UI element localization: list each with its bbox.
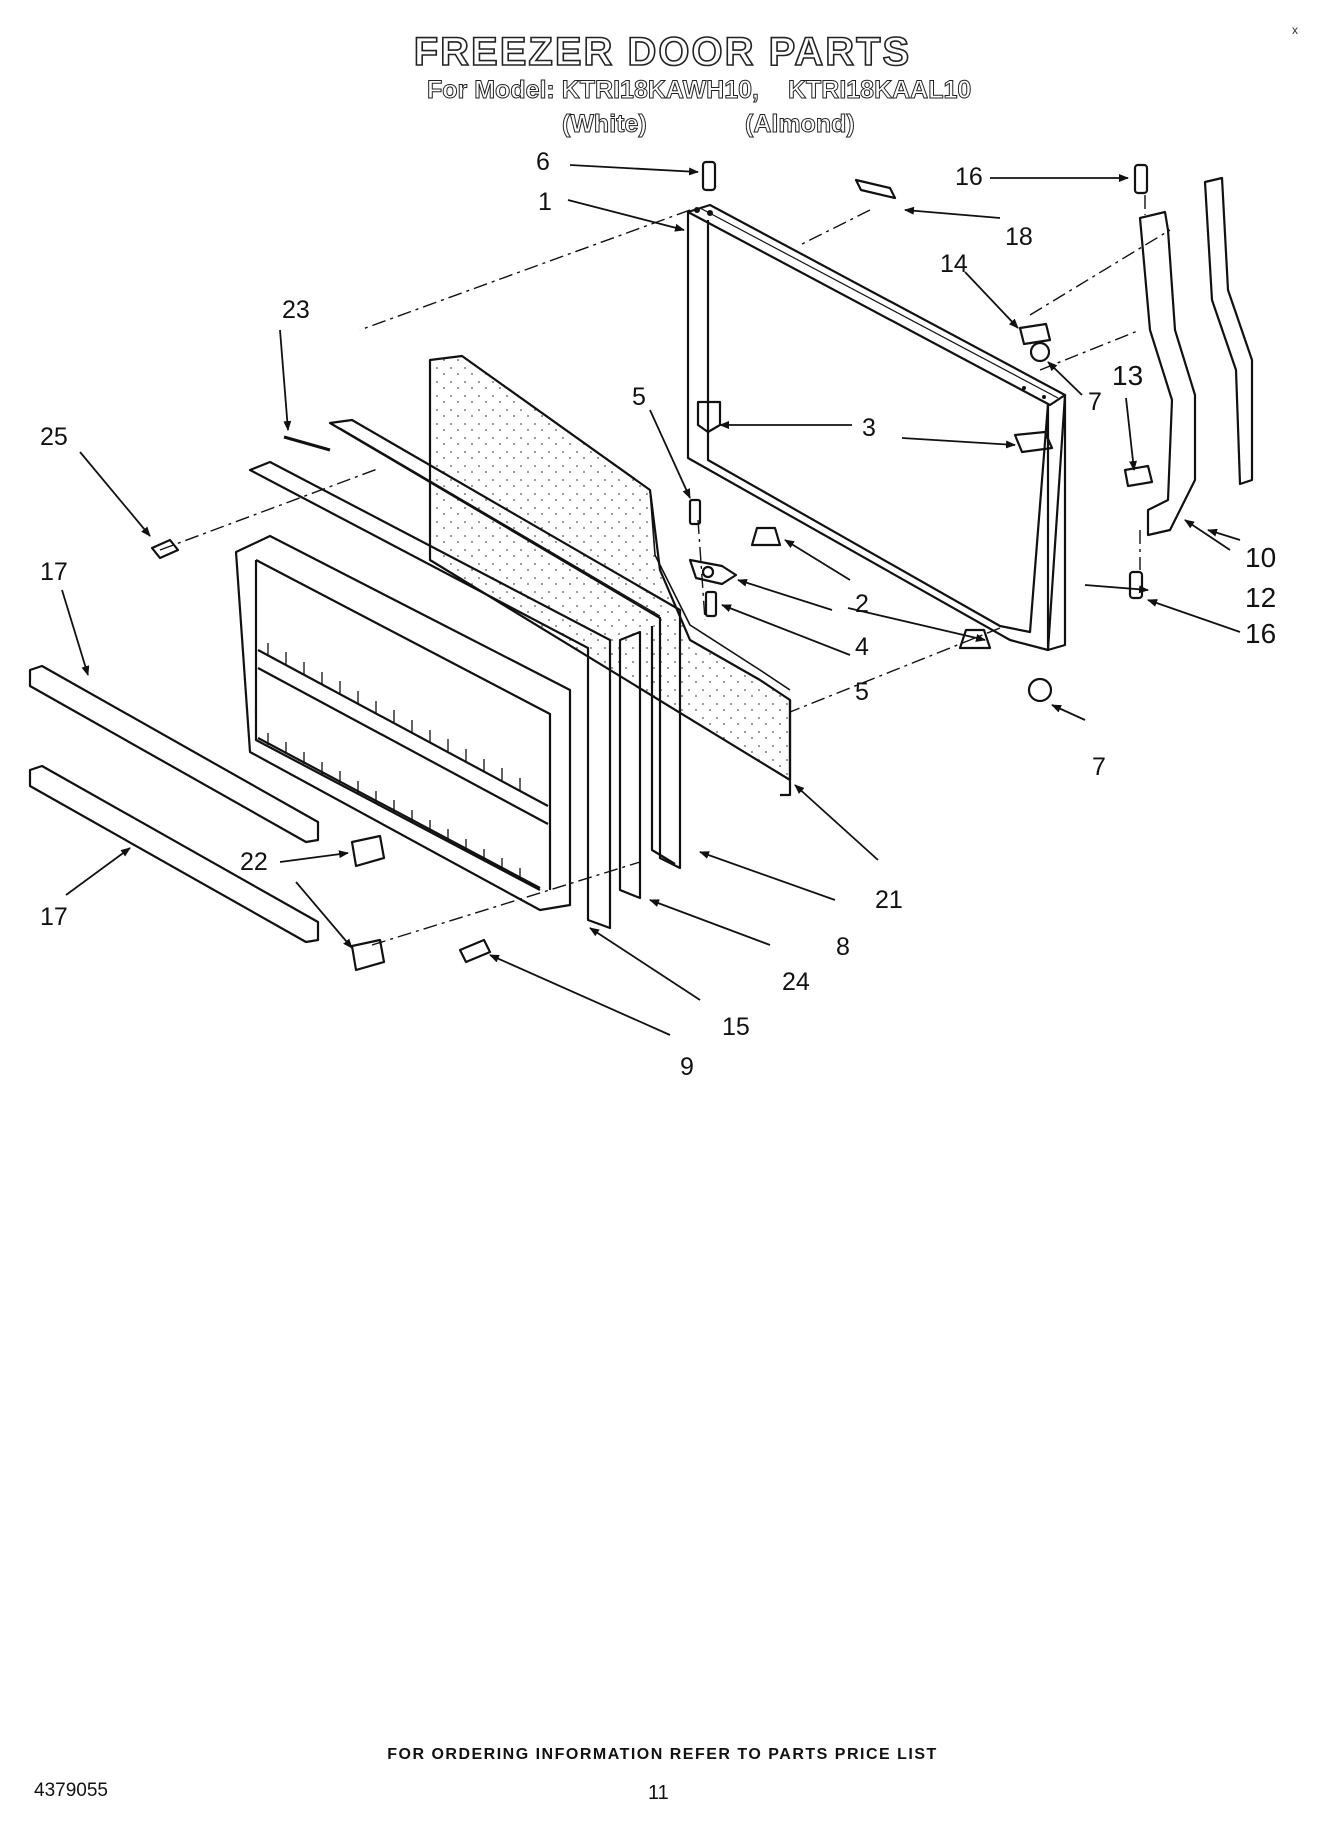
callout-13: 13 [1112, 360, 1143, 391]
callout-9: 9 [680, 1053, 694, 1081]
callout-17-bottom: 17 [40, 903, 68, 931]
color-almond-label: (Almond) [745, 110, 856, 139]
callout-18: 18 [1005, 223, 1033, 251]
callout-22: 22 [240, 848, 268, 876]
model-number-white: KTRI18KAWH10, [561, 76, 759, 105]
callout-16-bottom: 16 [1245, 618, 1276, 649]
callout-5-top: 5 [632, 383, 646, 411]
page-number: 11 [648, 1782, 669, 1804]
model-line: For Model: KTRI18KAWH10, KTRI18KAAL10 [427, 76, 972, 105]
callout-8: 8 [836, 933, 850, 961]
diagram-title: FREEZER DOOR PARTS [413, 29, 912, 75]
model-number-almond: KTRI18KAAL10 [787, 76, 972, 105]
callout-5-bottom: 5 [855, 678, 869, 706]
callout-7-bottom: 7 [1092, 753, 1106, 781]
callout-25: 25 [40, 423, 68, 451]
callout-2-left: 2 [855, 590, 869, 618]
callout-1: 1 [538, 188, 552, 216]
callout-7-top: 7 [1088, 388, 1102, 416]
callout-24: 24 [782, 968, 810, 996]
callout-10: 10 [1245, 542, 1276, 573]
svg-text:x: x [1292, 23, 1298, 37]
callout-23: 23 [282, 296, 310, 324]
color-white-label: (White) [562, 110, 648, 139]
model-prefix: For Model: [427, 76, 556, 105]
callout-16-top: 16 [955, 163, 983, 191]
callout-17-top: 17 [40, 558, 68, 586]
door-frame-part [686, 203, 1067, 652]
document-number: 4379055 [34, 1780, 108, 1801]
callout-12: 12 [1245, 582, 1276, 613]
callout-6: 6 [536, 148, 550, 176]
ordering-info-note: FOR ORDERING INFORMATION REFER TO PARTS … [387, 1746, 938, 1763]
callout-4: 4 [855, 633, 869, 661]
callout-15: 15 [722, 1013, 750, 1041]
callout-21: 21 [875, 886, 903, 914]
callout-3-left: 3 [862, 414, 876, 442]
callout-14: 14 [940, 250, 968, 278]
